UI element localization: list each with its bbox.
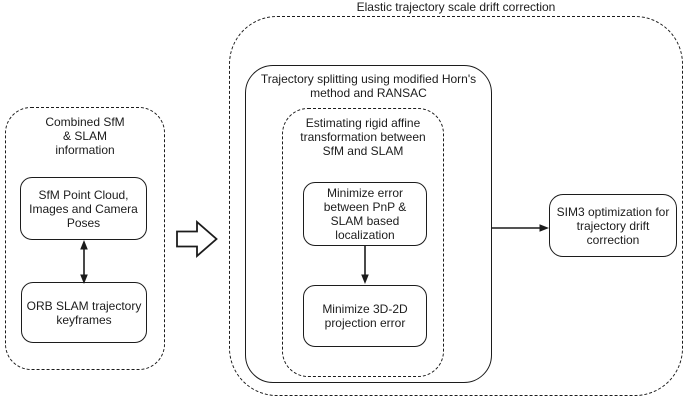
group-combined-sfm-slam: Combined SfM & SLAM information — [5, 107, 165, 370]
group-trajectory-splitting: Trajectory splitting using modified Horn… — [245, 65, 492, 383]
node-minimize-pnp-error: Minimize error between PnP & SLAM based … — [303, 182, 427, 246]
group-combined-sfm-slam-label: Combined SfM & SLAM information — [45, 115, 125, 157]
node-sfm-point-cloud: SfM Point Cloud, Images and Camera Poses — [20, 177, 147, 240]
node-sim3-optimization-label: SIM3 optimization for trajectory drift c… — [556, 204, 670, 247]
node-minimize-pnp-error-label: Minimize error between PnP & SLAM based … — [323, 186, 407, 242]
group-estimating-affine: Estimating rigid affine transformation b… — [282, 108, 444, 377]
node-orb-slam-keyframes-label: ORB SLAM trajectory keyframes — [26, 298, 142, 327]
node-sfm-point-cloud-label: SfM Point Cloud, Images and Camera Poses — [29, 187, 138, 230]
group-estimating-affine-label: Estimating rigid affine transformation b… — [300, 116, 426, 158]
node-orb-slam-keyframes: ORB SLAM trajectory keyframes — [21, 282, 147, 343]
group-elastic-correction — [229, 16, 683, 396]
node-sim3-optimization: SIM3 optimization for trajectory drift c… — [549, 194, 677, 257]
group-trajectory-splitting-label: Trajectory splitting using modified Horn… — [260, 72, 477, 100]
node-minimize-projection-error-label: Minimize 3D-2D projection error — [322, 302, 408, 330]
diagram-title: Elastic trajectory scale drift correctio… — [356, 0, 556, 14]
node-minimize-projection-error: Minimize 3D-2D projection error — [303, 285, 427, 347]
input-to-pipeline-block-arrow — [176, 220, 218, 258]
